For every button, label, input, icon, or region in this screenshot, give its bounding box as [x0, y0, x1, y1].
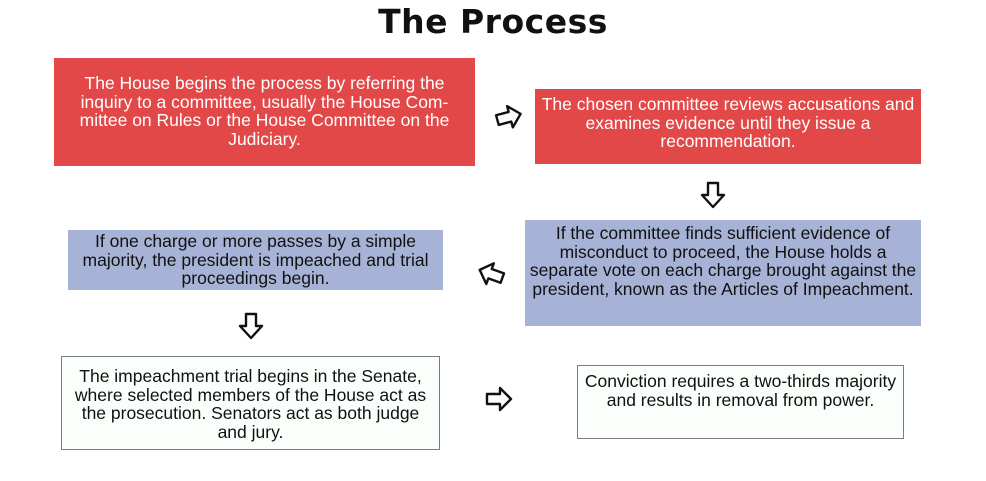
step-1-box: The House begins the process by referrin… [54, 58, 475, 166]
arrow-down-icon [236, 311, 266, 341]
step-4-text: If one charge or more passes by a simple… [82, 231, 429, 288]
step-5-box: The impeachment trial begins in the Sena… [61, 356, 440, 450]
step-3-text: If the committee finds sufficient eviden… [529, 223, 917, 299]
step-6-box: Conviction requires a two-thirds majorit… [577, 365, 904, 439]
diagram-title: The Process [378, 2, 608, 41]
step-3-box: If the committee finds sufficient eviden… [525, 220, 921, 326]
arrow-right-icon [484, 384, 514, 414]
step-2-text: The chosen committee reviews accusations… [541, 94, 915, 151]
step-5-text: The impeachment trial begins in the Sena… [74, 366, 427, 442]
step-2-box: The chosen committee reviews accusations… [535, 89, 921, 164]
arrow-right-icon [494, 102, 524, 132]
step-6-text: Conviction requires a two-thirds majorit… [584, 371, 897, 410]
arrow-down-icon [698, 180, 728, 210]
step-4-box: If one charge or more passes by a simple… [68, 230, 443, 290]
step-1-text: The House begins the process by referrin… [79, 73, 450, 149]
arrow-left-icon [476, 259, 506, 289]
